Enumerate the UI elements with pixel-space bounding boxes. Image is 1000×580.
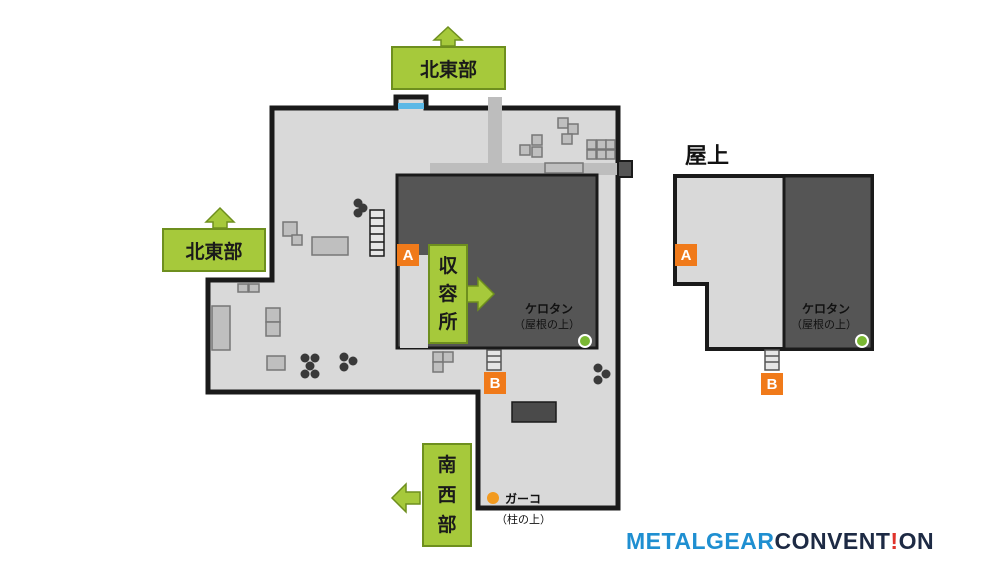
metal-gear-convention-logo: METALGEARCONVENT!ON: [626, 528, 934, 555]
barrels: [300, 198, 611, 385]
logo-part-bang: !: [890, 528, 899, 554]
main-stairs-south: [486, 349, 502, 371]
sign-detention-char-3: 所: [438, 311, 458, 333]
sign-south-char-2: 西: [437, 484, 457, 506]
sign-north-top: 北東部: [391, 46, 506, 90]
kerotan-main-dot: [578, 334, 592, 348]
south-arrow: [390, 482, 421, 514]
north-left-arrow: [204, 206, 236, 229]
sign-south-char-1: 南: [437, 454, 457, 476]
sign-detention-char-1: 収: [438, 255, 458, 277]
marker-b-main: B: [484, 372, 506, 394]
roof-title: 屋上: [685, 144, 730, 169]
kerotan-main-name: ケロタン: [525, 302, 574, 316]
gako-note: （柱の上）: [496, 513, 551, 526]
marker-b-roof: B: [761, 373, 783, 395]
corridor-north: [488, 97, 502, 163]
north-door: [398, 103, 424, 109]
north-top-arrow: [432, 25, 464, 47]
crates: [211, 117, 616, 423]
sign-south: 南 西 部: [422, 443, 472, 547]
roof-dark: [782, 174, 874, 351]
detention-inner: [400, 255, 428, 348]
kerotan-roof-note: （屋根の上）: [791, 318, 857, 331]
east-stub: [617, 160, 633, 178]
marker-a-roof: A: [675, 244, 697, 266]
corridor-east: [430, 163, 620, 175]
sign-detention-char-2: 容: [438, 283, 458, 305]
detention-arrow: [465, 276, 496, 312]
roof-stairs: [764, 349, 780, 371]
logo-part-convent: CONVENT: [774, 528, 891, 554]
logo-part-metal: METAL: [626, 528, 707, 554]
gako-name: ガーコ: [505, 492, 542, 506]
sign-north-left: 北東部: [162, 228, 266, 272]
main-stairs-west: [369, 209, 385, 257]
gako-dot: [487, 492, 499, 504]
marker-a-main: A: [397, 244, 419, 266]
kerotan-main-note: （屋根の上）: [514, 318, 580, 331]
sign-detention: 収 容 所: [428, 244, 468, 344]
logo-part-gear: GEAR: [706, 528, 775, 554]
kerotan-roof-dot: [855, 334, 869, 348]
sign-south-char-3: 部: [437, 514, 457, 536]
logo-part-on: ON: [898, 528, 935, 554]
kerotan-roof-name: ケロタン: [802, 302, 851, 316]
